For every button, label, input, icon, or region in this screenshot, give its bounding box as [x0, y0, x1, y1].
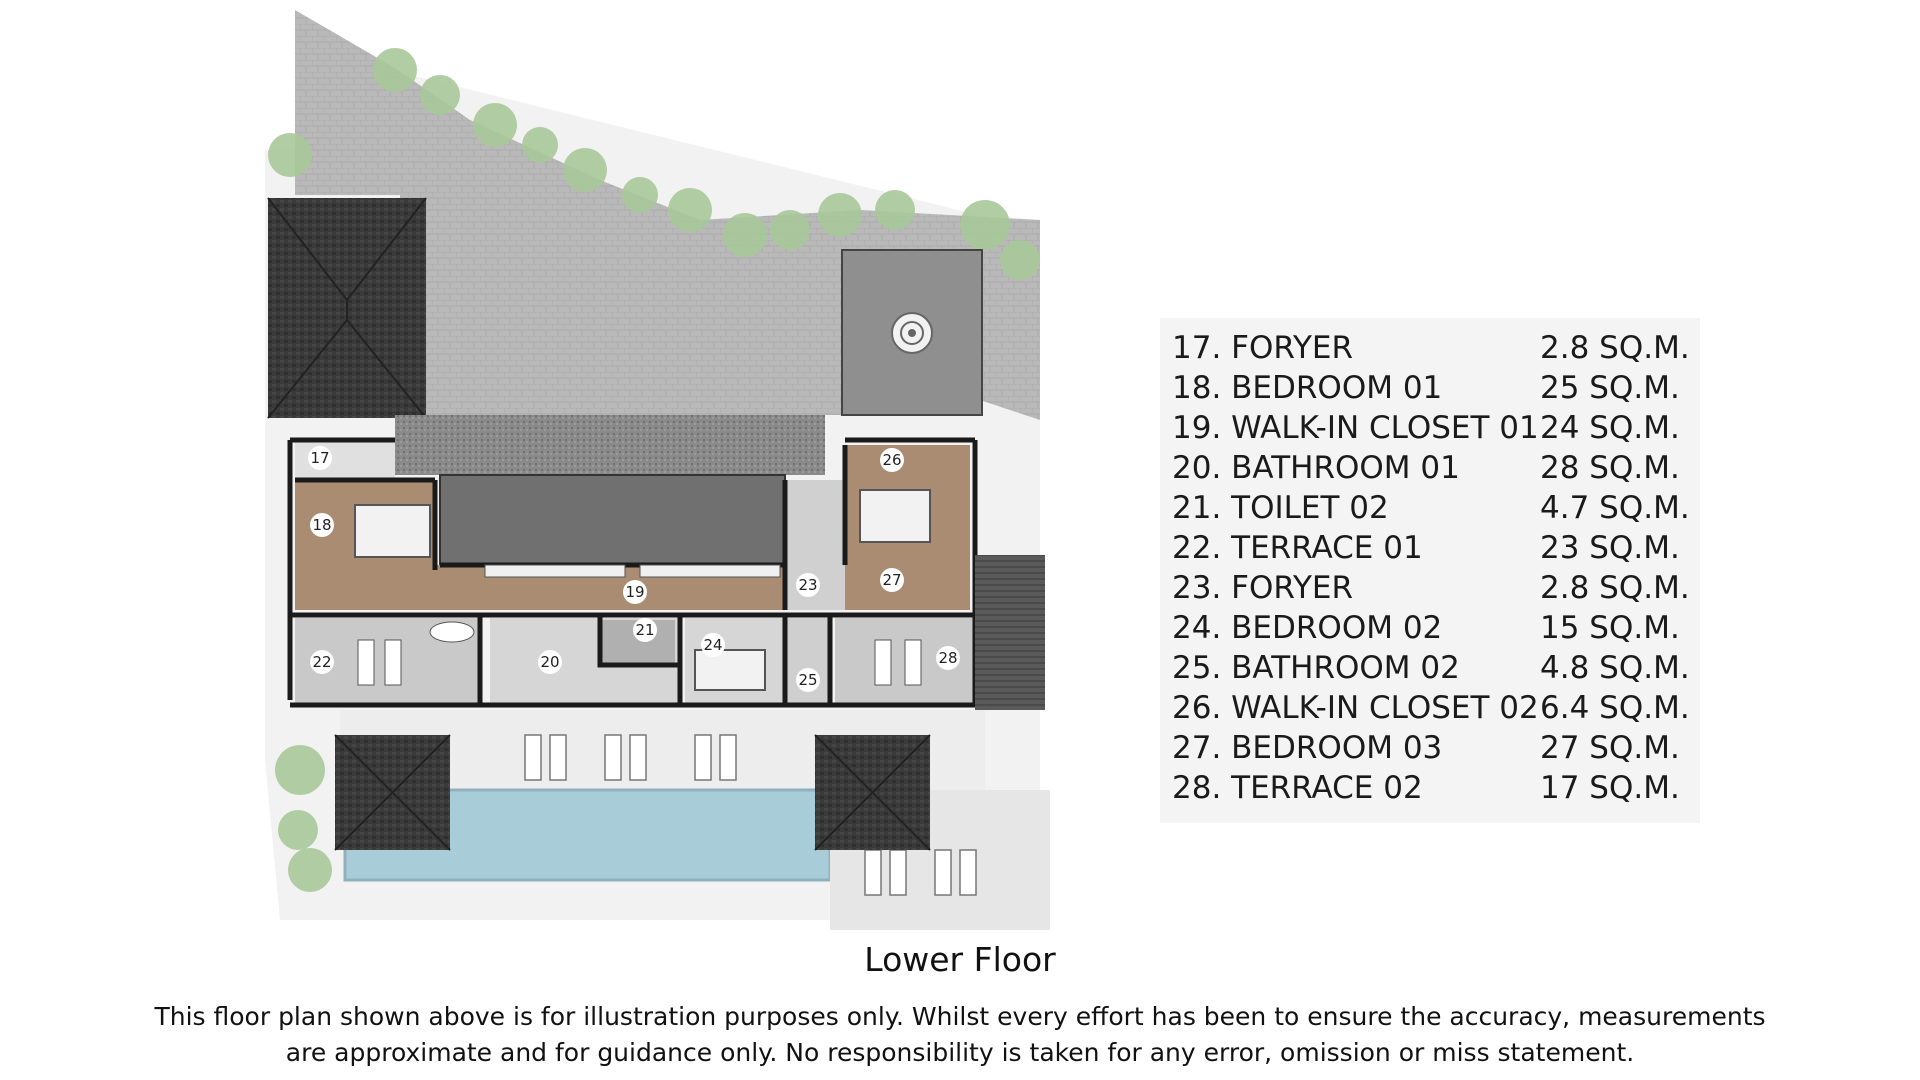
- room-label-18: 18: [312, 516, 331, 534]
- legend-room-name: 26. WALK-IN CLOSET 02: [1172, 690, 1539, 726]
- room-label-23: 23: [798, 576, 817, 594]
- room-label-22: 22: [312, 653, 331, 671]
- legend-room-area: 24 SQ.M.: [1540, 410, 1680, 446]
- room-label-17: 17: [310, 449, 329, 467]
- legend-room-name: 17. FORYER: [1172, 330, 1354, 366]
- room-label-25: 25: [798, 671, 817, 689]
- room-label-21: 21: [635, 621, 654, 639]
- legend-room-name: 28. TERRACE 02: [1172, 770, 1423, 806]
- room-area-legend: 17. FORYER 2.8 SQ.M. 18. BEDROOM 01 25 S…: [1160, 318, 1700, 823]
- legend-room-name: 20. BATHROOM 01: [1172, 450, 1460, 486]
- legend-room-area: 4.8 SQ.M.: [1540, 650, 1690, 686]
- room-label-28: 28: [938, 649, 957, 667]
- legend-room-name: 24. BEDROOM 02: [1172, 610, 1443, 646]
- legend-room-area: 28 SQ.M.: [1540, 450, 1680, 486]
- gravel-strip: [395, 415, 825, 475]
- legend-room-name: 22. TERRACE 01: [1172, 530, 1423, 566]
- legend-room-area: 4.7 SQ.M.: [1540, 490, 1690, 526]
- room-label-24: 24: [703, 636, 722, 654]
- disclaimer-line-1: This floor plan shown above is for illus…: [154, 1002, 1766, 1031]
- legend-room-area: 17 SQ.M.: [1540, 770, 1680, 806]
- legend-room-area: 2.8 SQ.M.: [1540, 330, 1690, 366]
- legend-room-area: 25 SQ.M.: [1540, 370, 1680, 406]
- legend-room-name: 19. WALK-IN CLOSET 01: [1172, 410, 1539, 446]
- legend-room-name: 18. BEDROOM 01: [1172, 370, 1443, 406]
- legend-room-area: 27 SQ.M.: [1540, 730, 1680, 766]
- roof-top-left: [267, 197, 427, 419]
- roof-pool-left: [334, 734, 451, 851]
- room-label-20: 20: [540, 653, 559, 671]
- legend-room-name: 23. FORYER: [1172, 570, 1354, 606]
- room-label-27: 27: [882, 571, 901, 589]
- courtyard-water: [439, 474, 786, 566]
- legend-room-name: 27. BEDROOM 03: [1172, 730, 1443, 766]
- roof-pool-right: [814, 734, 931, 851]
- raised-deck: [841, 249, 983, 416]
- legend-room-area: 2.8 SQ.M.: [1540, 570, 1690, 606]
- room-number-labels: 17 18 19 20 21 22 23 24 25 26 27 28: [308, 446, 960, 692]
- room-label-26: 26: [882, 451, 901, 469]
- room-label-19: 19: [625, 583, 644, 601]
- floor-title: Lower Floor: [864, 940, 1056, 979]
- legend-room-name: 21. TOILET 02: [1172, 490, 1389, 526]
- side-stairs: [975, 555, 1045, 710]
- legend-room-area: 15 SQ.M.: [1540, 610, 1680, 646]
- legend-room-name: 25. BATHROOM 02: [1172, 650, 1460, 686]
- legend-room-area: 23 SQ.M.: [1540, 530, 1680, 566]
- legend-room-area: 6.4 SQ.M.: [1540, 690, 1690, 726]
- disclaimer-line-2: are approximate and for guidance only. N…: [285, 1038, 1635, 1067]
